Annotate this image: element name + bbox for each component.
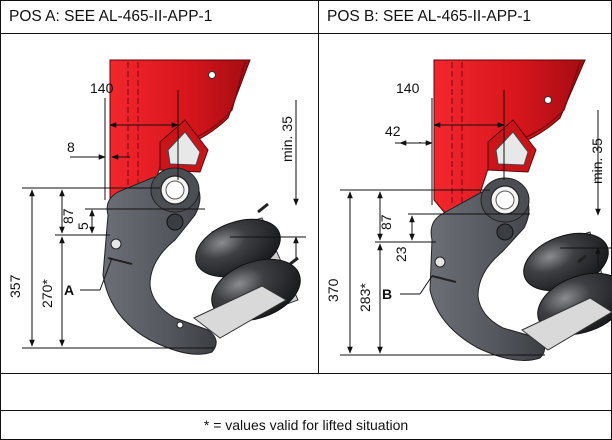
trailing-arm-b: [429, 177, 545, 361]
dim-a-small: 5: [75, 222, 91, 230]
dim-b-min: min. 35: [589, 138, 605, 184]
dim-a-total: 357: [7, 274, 23, 298]
dim-b-offset: 42: [385, 123, 401, 139]
dim-b-lifted: 283*: [357, 283, 373, 312]
dim-a-top-width: 140: [90, 80, 114, 96]
callout-a: A: [64, 282, 74, 298]
callout-b: B: [382, 286, 392, 302]
panel-b-title: POS B: SEE AL-465-II-APP-1: [327, 8, 532, 25]
hanger-bracket-b: [433, 59, 586, 213]
dim-a-min: min. 35: [279, 116, 295, 162]
dimensions-b: [340, 90, 612, 356]
dim-b-total: 370: [325, 278, 341, 302]
air-spring-a: [193, 202, 301, 339]
footnote: * = values valid for lifted situation: [203, 417, 409, 433]
dim-a-lifted: 270*: [39, 279, 55, 308]
dim-b-upper: 87: [378, 214, 394, 230]
dim-b-small: 23: [393, 246, 409, 262]
trailing-arm-a: [102, 167, 217, 355]
panel-a-drawing: [102, 59, 301, 355]
panel-b-drawing: [429, 59, 612, 361]
hanger-bracket-a: [109, 59, 251, 213]
dim-b-top-width: 140: [396, 80, 420, 96]
dimensions-a: [22, 90, 306, 349]
air-spring-b: [521, 231, 612, 351]
dim-a-offset: 8: [67, 139, 75, 155]
panel-a-title: POS A: SEE AL-465-II-APP-1: [9, 8, 213, 25]
dim-a-upper: 87: [60, 208, 76, 224]
